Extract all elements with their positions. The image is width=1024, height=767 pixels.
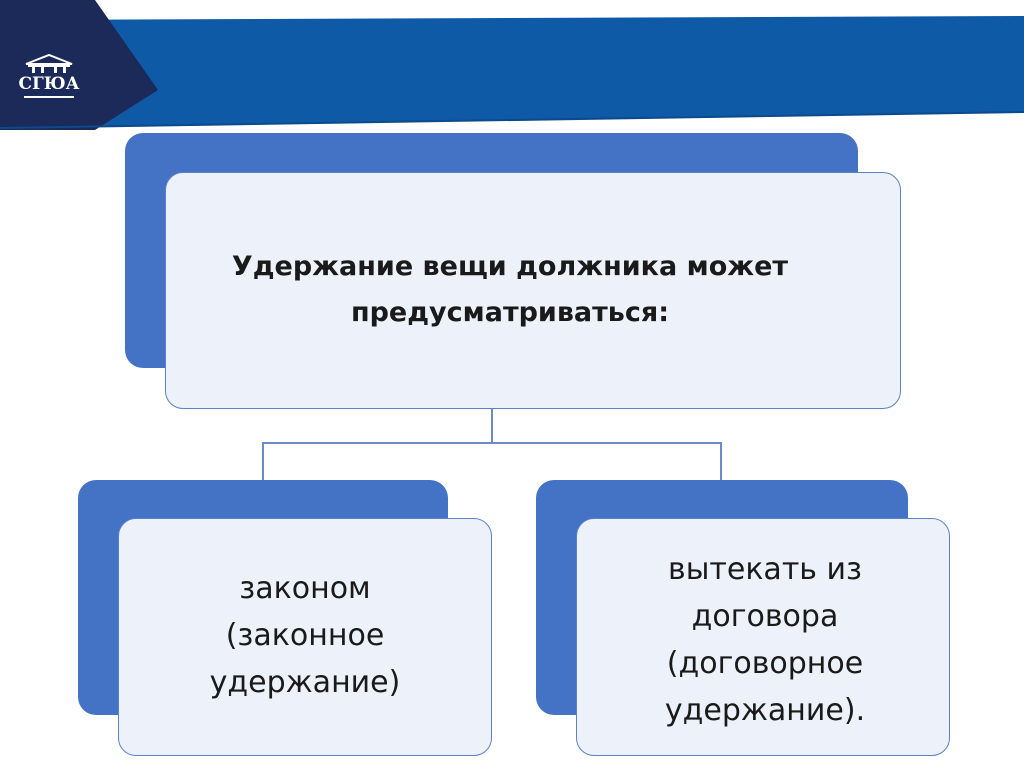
header-blue-stripe [0, 16, 1024, 128]
connector-horizontal [262, 442, 722, 444]
sgua-logo: СГЮА [14, 52, 84, 102]
left-box [118, 518, 492, 756]
right-box [576, 518, 950, 756]
building-icon [25, 53, 73, 73]
connector-vertical-right [720, 442, 722, 480]
header-thin-line [0, 111, 1024, 129]
root-box-text: Удержание вещи должника может предусматр… [231, 251, 789, 328]
logo-underline [24, 96, 74, 98]
left-box-text: законом (законное удержание) [209, 570, 401, 700]
header-band [0, 0, 1024, 130]
right-box-text: вытекать из договора (договорное удержан… [664, 552, 866, 728]
logo-text: СГЮА [18, 74, 80, 94]
connector-vertical-root [491, 409, 493, 443]
root-box [165, 172, 901, 409]
connector-vertical-left [262, 442, 264, 480]
